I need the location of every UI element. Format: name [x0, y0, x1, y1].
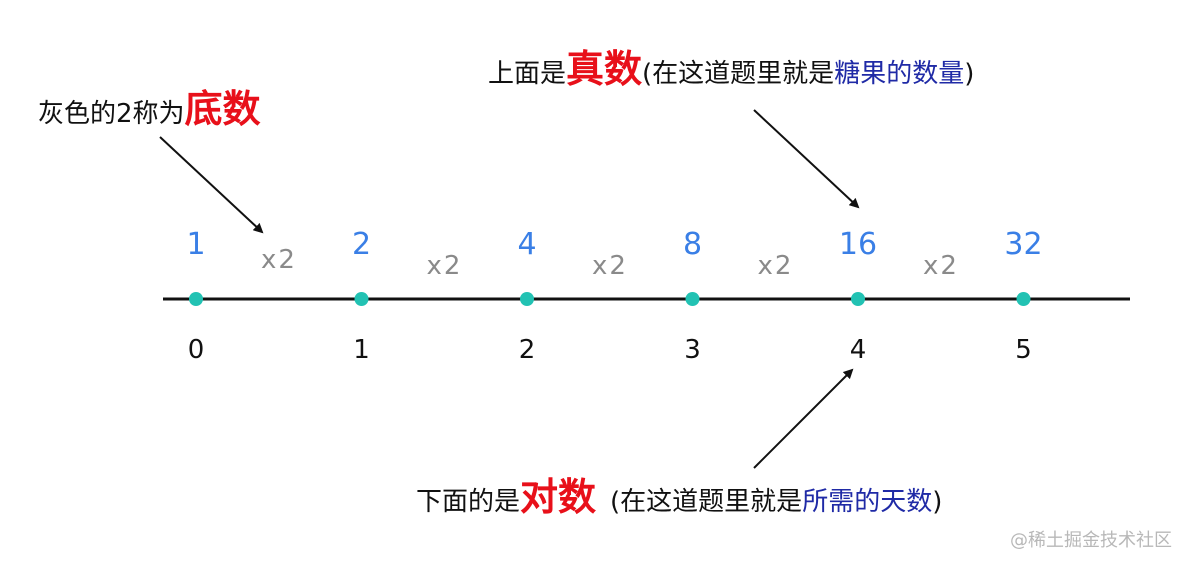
log-annotation: 下面的是对数 (在这道题里就是所需的天数) [416, 475, 942, 519]
log-value: 1 [353, 335, 370, 365]
base-arrow [159, 136, 264, 234]
antilog-annotation-prefix: 上面是 [488, 59, 566, 89]
antilog-annotation-paren-open: (在这道题里就是 [642, 59, 834, 89]
antilog-values: 1 2 4 8 16 32 [186, 227, 1042, 262]
number-line-point [851, 292, 865, 306]
watermark: @稀土掘金技术社区 [1010, 530, 1172, 551]
number-line-points [189, 292, 1031, 306]
log-annotation-paren-close: ) [932, 487, 942, 517]
antilog-annotation-paren-close: ) [964, 59, 974, 89]
multiplier-label: x2 [427, 251, 463, 281]
antilog-value: 16 [839, 227, 877, 262]
antilog-annotation-highlight: 真数 [566, 47, 642, 91]
log-value: 2 [519, 335, 536, 365]
multiplier-label: x2 [923, 251, 959, 281]
base-annotation-highlight: 底数 [185, 87, 261, 131]
antilog-annotation: 上面是真数(在这道题里就是糖果的数量) [488, 47, 974, 91]
base-annotation-prefix: 灰色的2称为 [38, 99, 185, 129]
antilog-value: 8 [683, 227, 702, 262]
multiplier-label: x2 [592, 251, 628, 281]
log-value: 5 [1015, 335, 1032, 365]
antilog-value: 4 [517, 227, 536, 262]
base-multipliers: x2 x2 x2 x2 x2 [261, 245, 959, 281]
number-line-point [685, 292, 700, 306]
antilog-value: 32 [1004, 227, 1042, 262]
number-line-point [1016, 292, 1031, 306]
log-arrow [753, 368, 854, 469]
multiplier-label: x2 [261, 245, 297, 275]
log-value: 0 [188, 335, 205, 365]
log-annotation-paren-highlight: 所需的天数 [802, 487, 932, 517]
log-annotation-highlight: 对数 [520, 475, 596, 519]
antilog-arrow [753, 109, 860, 209]
antilog-annotation-paren-highlight: 糖果的数量 [834, 59, 964, 89]
log-annotation-paren-open: (在这道题里就是 [610, 487, 802, 517]
antilog-value: 1 [186, 227, 205, 262]
log-values: 0 1 2 3 4 5 [188, 335, 1032, 365]
log-value: 4 [850, 335, 867, 365]
antilog-value: 2 [352, 227, 371, 262]
number-line-point [354, 292, 369, 306]
log-value: 3 [684, 335, 701, 365]
multiplier-label: x2 [758, 251, 794, 281]
number-line-point [189, 292, 203, 306]
number-line-point [520, 292, 534, 306]
log-annotation-prefix: 下面的是 [416, 487, 520, 517]
base-annotation: 灰色的2称为底数 [38, 87, 261, 131]
